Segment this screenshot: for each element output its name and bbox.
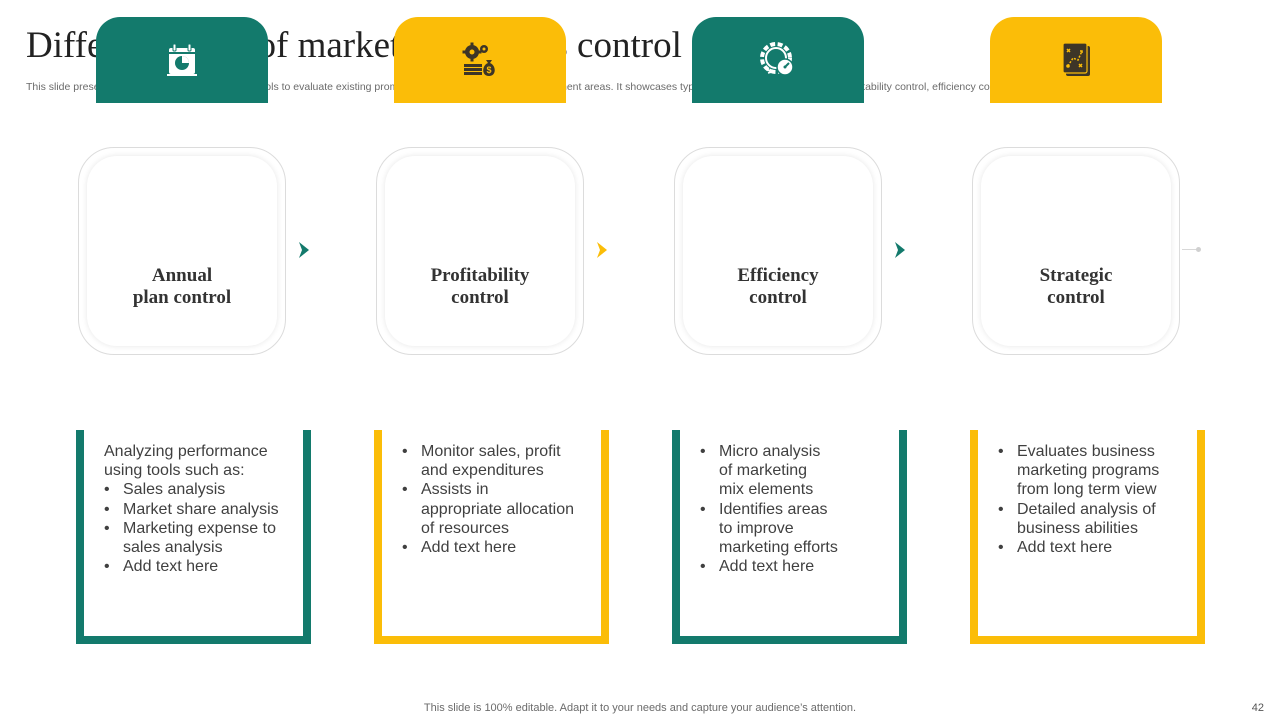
card-header-annual [96, 17, 268, 103]
card-label-strategic: Strategic control [1039, 265, 1113, 308]
card-inner [981, 156, 1171, 346]
list-item: Add text here [402, 538, 585, 557]
description-box-annual: Analyzing performance using tools such a… [76, 430, 311, 644]
chevron-right-icon [895, 242, 905, 258]
connector-line [1182, 249, 1198, 250]
card-label-profitability: Profitability control [430, 265, 530, 308]
footer-note: This slide is 100% editable. Adapt it to… [423, 702, 857, 714]
chevron-right-icon [597, 242, 607, 258]
card-header-strategic [990, 17, 1162, 103]
svg-text:$: $ [486, 65, 491, 75]
card-header-profitability: $ [394, 17, 566, 103]
card-profitability-control [376, 147, 584, 355]
chevron-right-icon [299, 242, 309, 258]
card-strategic-control [972, 147, 1180, 355]
gear-gauge-icon [760, 42, 794, 76]
card-label-efficiency: Efficiency control [737, 265, 819, 308]
card-inner [87, 156, 277, 346]
card-efficiency-control [674, 147, 882, 355]
connector-dot [1196, 247, 1201, 252]
card-label-annual: Annual plan control [132, 265, 232, 308]
list-item: Add text here [104, 557, 287, 576]
list-item: Add text here [700, 557, 883, 576]
list-item: Market share analysis [104, 500, 287, 519]
gears-money-bag-icon: $ [462, 42, 495, 76]
card-inner [683, 156, 873, 346]
list-item: Add text here [998, 538, 1181, 557]
calendar-chart-icon [167, 43, 197, 76]
card-inner [385, 156, 575, 346]
list-item: Sales analysis [104, 480, 287, 499]
strategy-board-icon [1062, 42, 1090, 76]
card-annual-plan-control [78, 147, 286, 355]
card-header-efficiency [692, 17, 864, 103]
description-text: Analyzing performance using tools such a… [104, 442, 287, 577]
page-number: 42 [1251, 702, 1264, 714]
